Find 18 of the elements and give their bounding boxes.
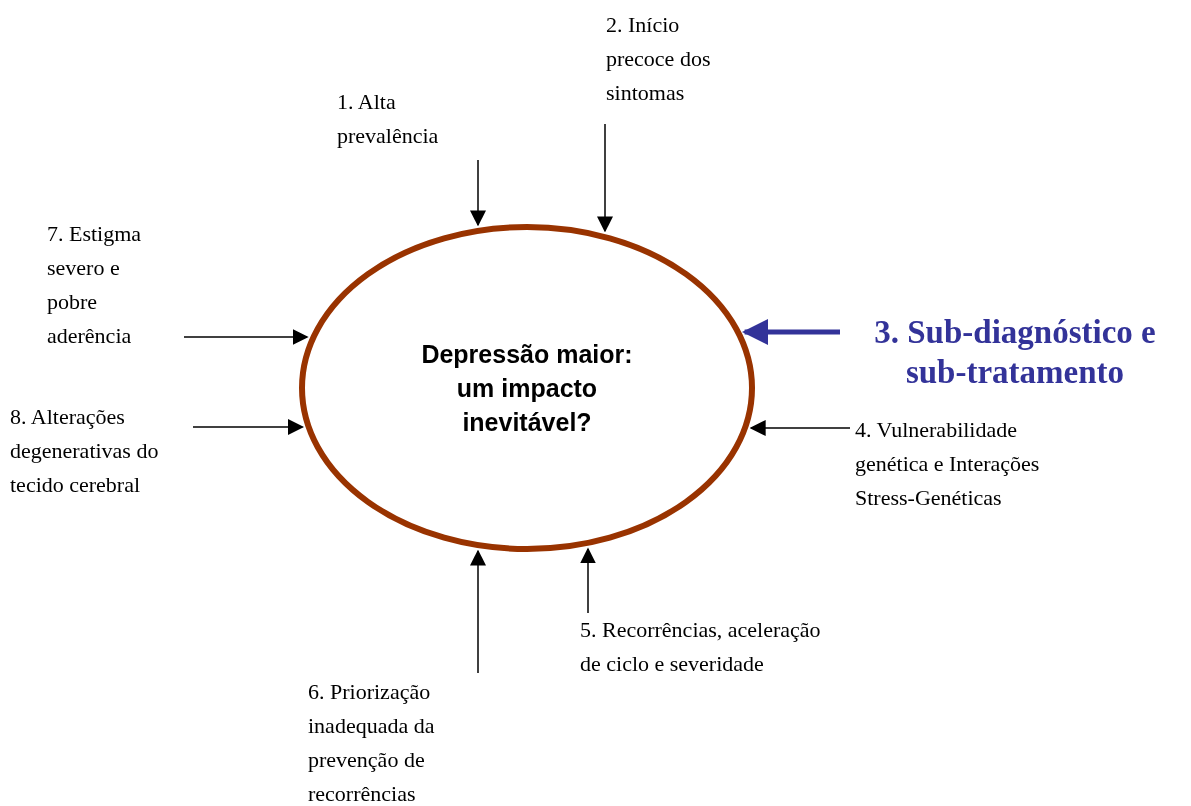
arrow: [183, 329, 309, 345]
factor-label: 1. Alta prevalência: [337, 85, 487, 153]
factor-label: 6. Priorização inadequada da prevenção de recorrências: [308, 675, 483, 806]
arrow: [742, 319, 840, 345]
highlighted-factor-label: 3. Sub-diagnóstico e sub-tratamento: [845, 312, 1185, 392]
factor-label: 7. Estigma severo e pobre aderência: [47, 217, 172, 353]
arrow: [580, 547, 596, 614]
arrow: [192, 419, 304, 435]
arrow: [470, 549, 486, 674]
arrow: [597, 123, 613, 233]
center-title: Depressão maior: um impacto inevitável?: [420, 339, 634, 438]
factor-label: 5. Recorrências, aceleração de ciclo e severidade: [580, 613, 825, 681]
factor-label: 2. Início precoce dos sintomas: [606, 8, 738, 110]
factor-label: 8. Alterações degenerativas do tecido cerebral: [10, 400, 175, 502]
factor-label: 4. Vulnerabilidade genética e Interações Stress-Genéticas: [855, 413, 1090, 515]
ellipse-node: [299, 224, 755, 552]
arrow: [749, 420, 851, 436]
arrow: [470, 159, 486, 227]
